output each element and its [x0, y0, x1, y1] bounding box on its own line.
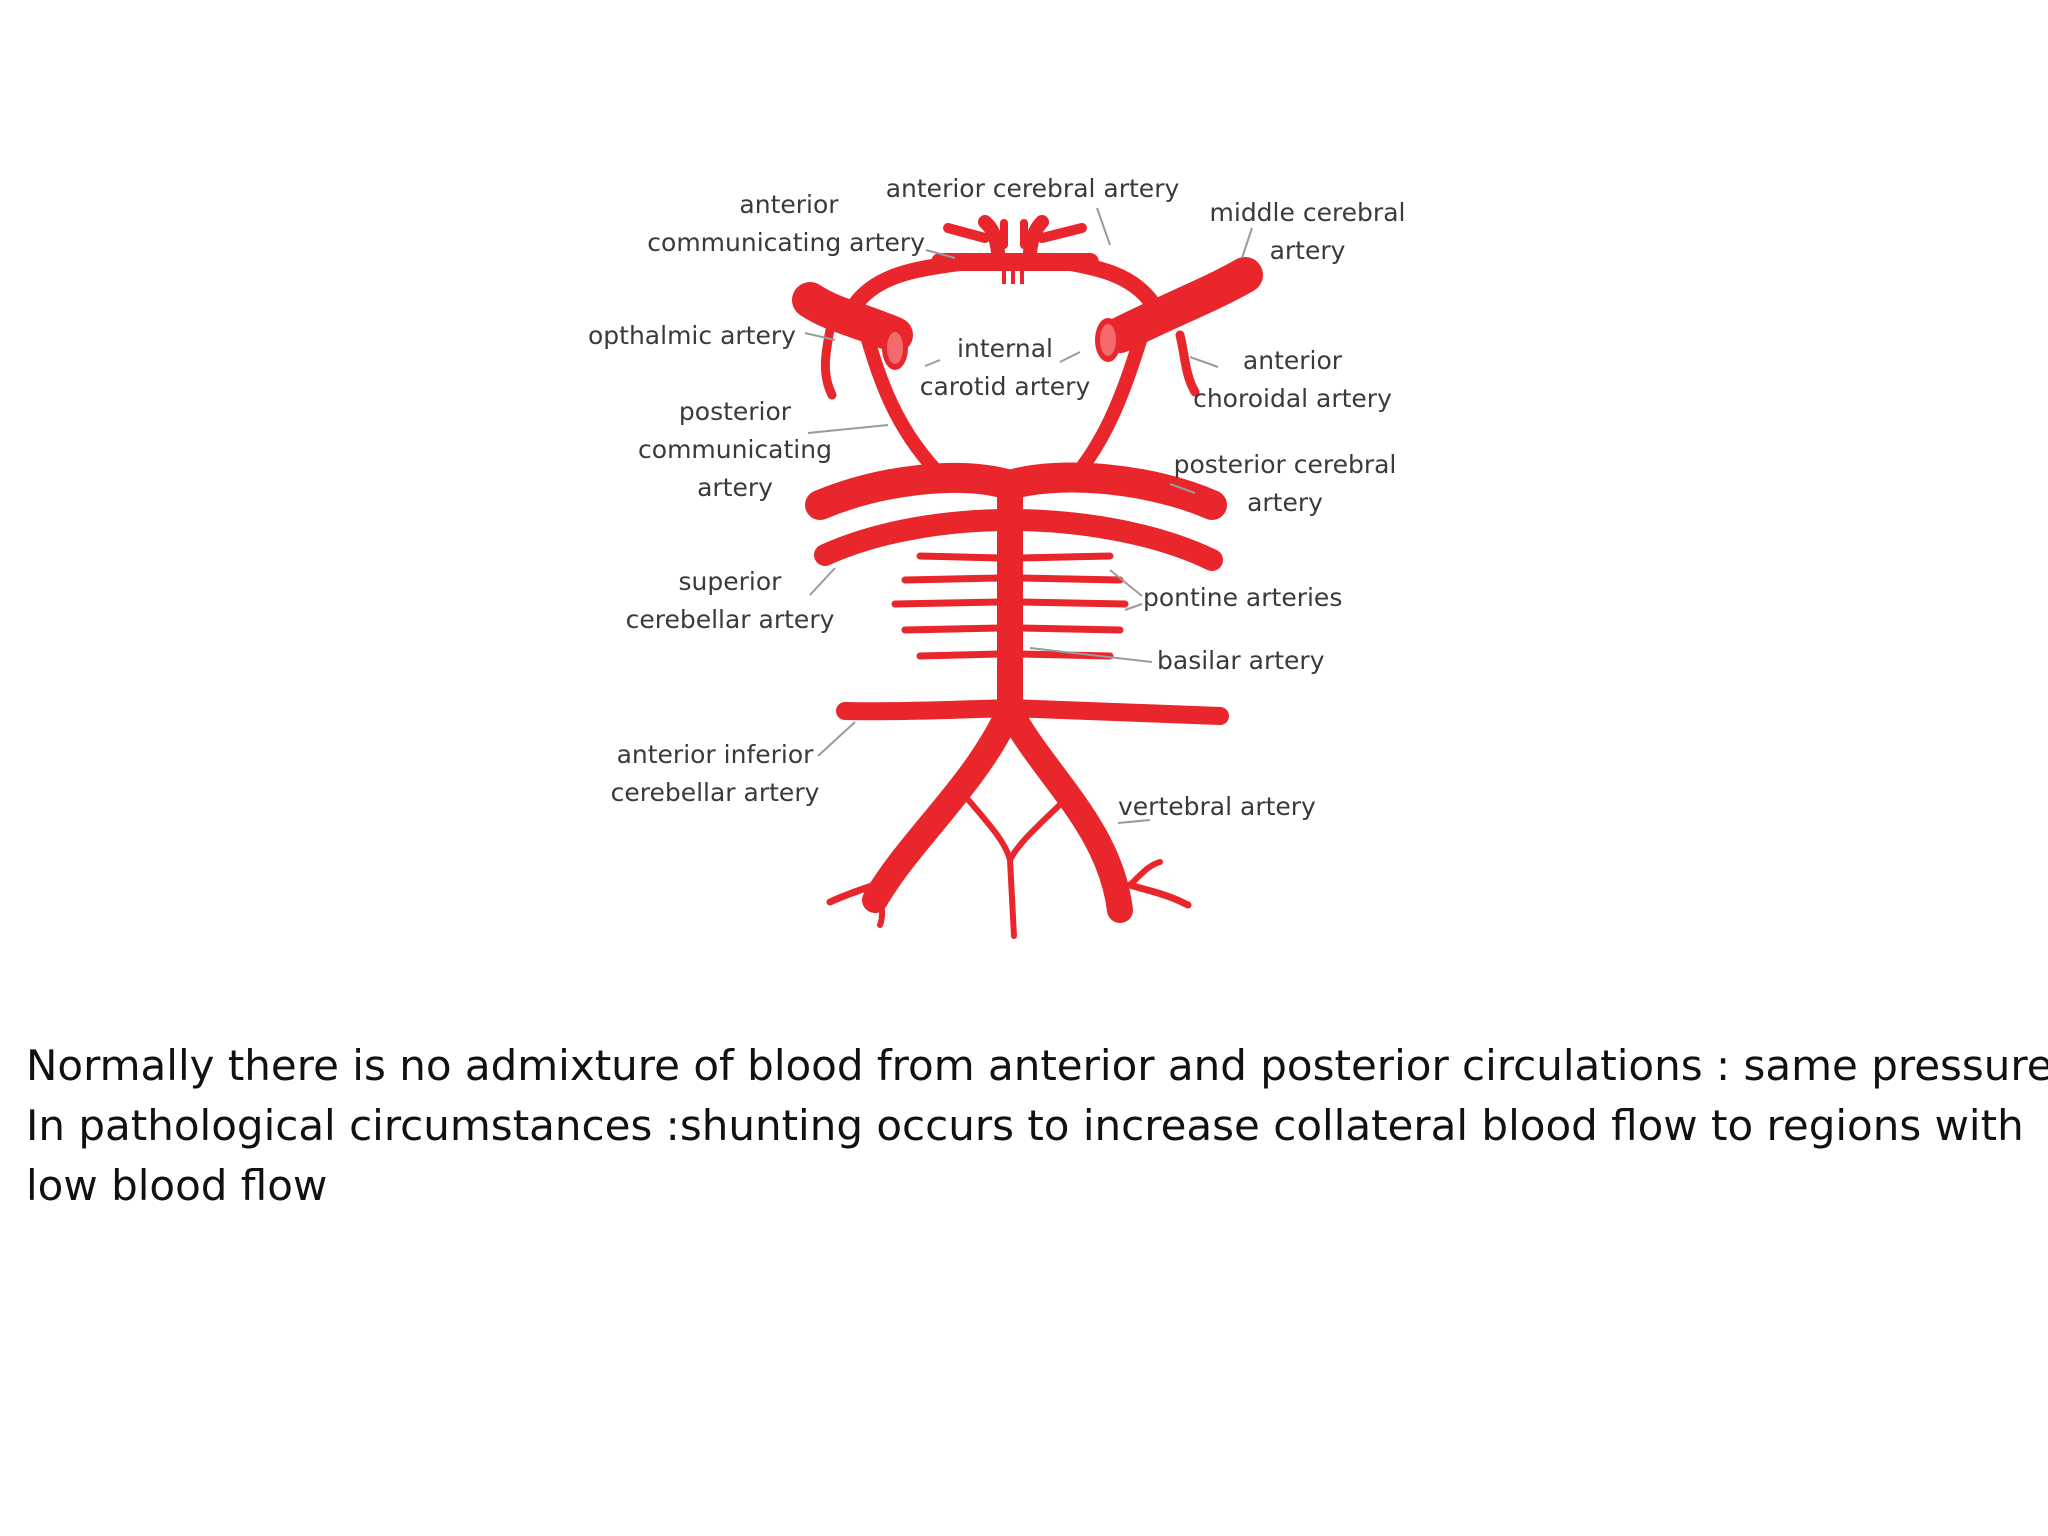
anterior-choroidal-branch — [1175, 330, 1200, 397]
label-aica-line2: cerebellar artery — [610, 778, 820, 807]
left-aica-shape — [836, 699, 1019, 721]
label-anterior-communicating-line1: anterior — [739, 190, 839, 219]
spinal-left — [957, 787, 1013, 863]
left-middle-cerebral-artery — [792, 282, 913, 353]
left-aca-arc — [847, 254, 973, 313]
label-posterior-cerebral-line1: posterior cerebral — [1173, 450, 1397, 479]
label-middle-cerebral-line1: middle cerebral — [1209, 198, 1406, 227]
label-anterior-communicating: anterior — [700, 186, 860, 224]
label-anterior-choroidal-line1: anterior — [1242, 346, 1343, 375]
circle-of-willis-diagram — [792, 207, 1263, 939]
left-superior-cerebellar-shape — [814, 509, 1021, 566]
label-internal-carotid-line2: carotid artery — [919, 372, 1091, 401]
label-middle-cerebral: middle cerebral artery — [1195, 194, 1420, 270]
caption-line-2: In pathological circumstances :shunting … — [26, 1101, 2024, 1150]
anterior-cerebral-arteries — [943, 215, 1087, 259]
pontine-arteries-shapes — [891, 552, 1129, 660]
label-internal-carotid: internal carotid artery — [900, 330, 1110, 406]
label-vertebral: vertebral artery — [1118, 788, 1358, 826]
label-aica-line1: anterior inferior — [616, 740, 814, 769]
label-anterior-choroidal-line2: choroidal artery — [1193, 384, 1392, 413]
label-vertebral-line1: vertebral artery — [1118, 792, 1316, 821]
label-internal-carotid-line1: internal — [957, 334, 1053, 363]
label-middle-cerebral-line2: artery — [1269, 236, 1346, 265]
left-vertebral-shape — [862, 707, 1018, 913]
label-basilar: basilar artery — [1157, 642, 1397, 680]
label-anterior-communicating-line2: communicating artery — [647, 228, 925, 257]
label-superior-cerebellar: superior cerebellar artery — [610, 563, 850, 639]
right-aica-shape — [1001, 699, 1229, 725]
caption: Normally there is no admixture of blood … — [26, 1036, 2048, 1216]
right-carotid-lumen — [1100, 324, 1116, 356]
label-basilar-line1: basilar artery — [1157, 646, 1325, 675]
label-anterior-choroidal: anterior choroidal artery — [1180, 342, 1405, 418]
right-superior-cerebellar-shape — [999, 509, 1223, 571]
left-vertebral-branch-a — [826, 881, 879, 906]
left-carotid-lumen — [887, 332, 903, 364]
left-posterior-communicating-shape — [858, 323, 952, 487]
label-posterior-communicating-line3: artery — [697, 473, 773, 502]
left-vertebral-branch-b — [872, 882, 886, 928]
label-anterior-inferior-cerebellar: anterior inferior cerebellar artery — [595, 736, 835, 812]
label-posterior-communicating-line2: communicating — [638, 435, 832, 464]
right-aca-arc — [1057, 254, 1158, 308]
caption-line-3: low blood flow — [26, 1161, 328, 1210]
right-posterior-communicating-shape — [1065, 303, 1157, 487]
right-vertebral-shape — [1002, 707, 1133, 923]
label-anterior-communicating-2: communicating artery — [600, 224, 925, 262]
spinal-right — [1007, 787, 1078, 863]
label-superior-cerebellar-line1: superior — [678, 567, 782, 596]
label-anterior-cerebral: anterior cerebral artery — [870, 170, 1195, 208]
right-vertebral-branch-a — [1126, 881, 1192, 909]
caption-line-1: Normally there is no admixture of blood … — [26, 1041, 2048, 1090]
label-posterior-cerebral-line2: artery — [1247, 488, 1323, 517]
right-middle-cerebral-artery — [1102, 257, 1263, 353]
label-opthalmic-line1: opthalmic artery — [588, 321, 796, 350]
label-posterior-communicating: posterior communicating artery — [625, 393, 845, 507]
label-posterior-cerebral: posterior cerebral artery — [1160, 446, 1410, 522]
label-posterior-communicating-line1: posterior — [678, 397, 792, 426]
right-posterior-cerebral-shape — [995, 462, 1227, 520]
label-pontine: pontine arteries — [1143, 579, 1403, 617]
anterior-spinal — [1007, 857, 1017, 939]
label-pontine-line1: pontine arteries — [1143, 583, 1343, 612]
label-superior-cerebellar-line2: cerebellar artery — [625, 605, 835, 634]
right-vertebral-branch-b — [1127, 859, 1163, 888]
left-posterior-cerebral-shape — [805, 462, 1025, 520]
opthalmic-branch — [820, 325, 837, 400]
leader-lines — [804, 207, 1253, 824]
label-anterior-cerebral-line1: anterior cerebral artery — [885, 174, 1180, 203]
label-opthalmic: opthalmic artery — [588, 317, 828, 355]
